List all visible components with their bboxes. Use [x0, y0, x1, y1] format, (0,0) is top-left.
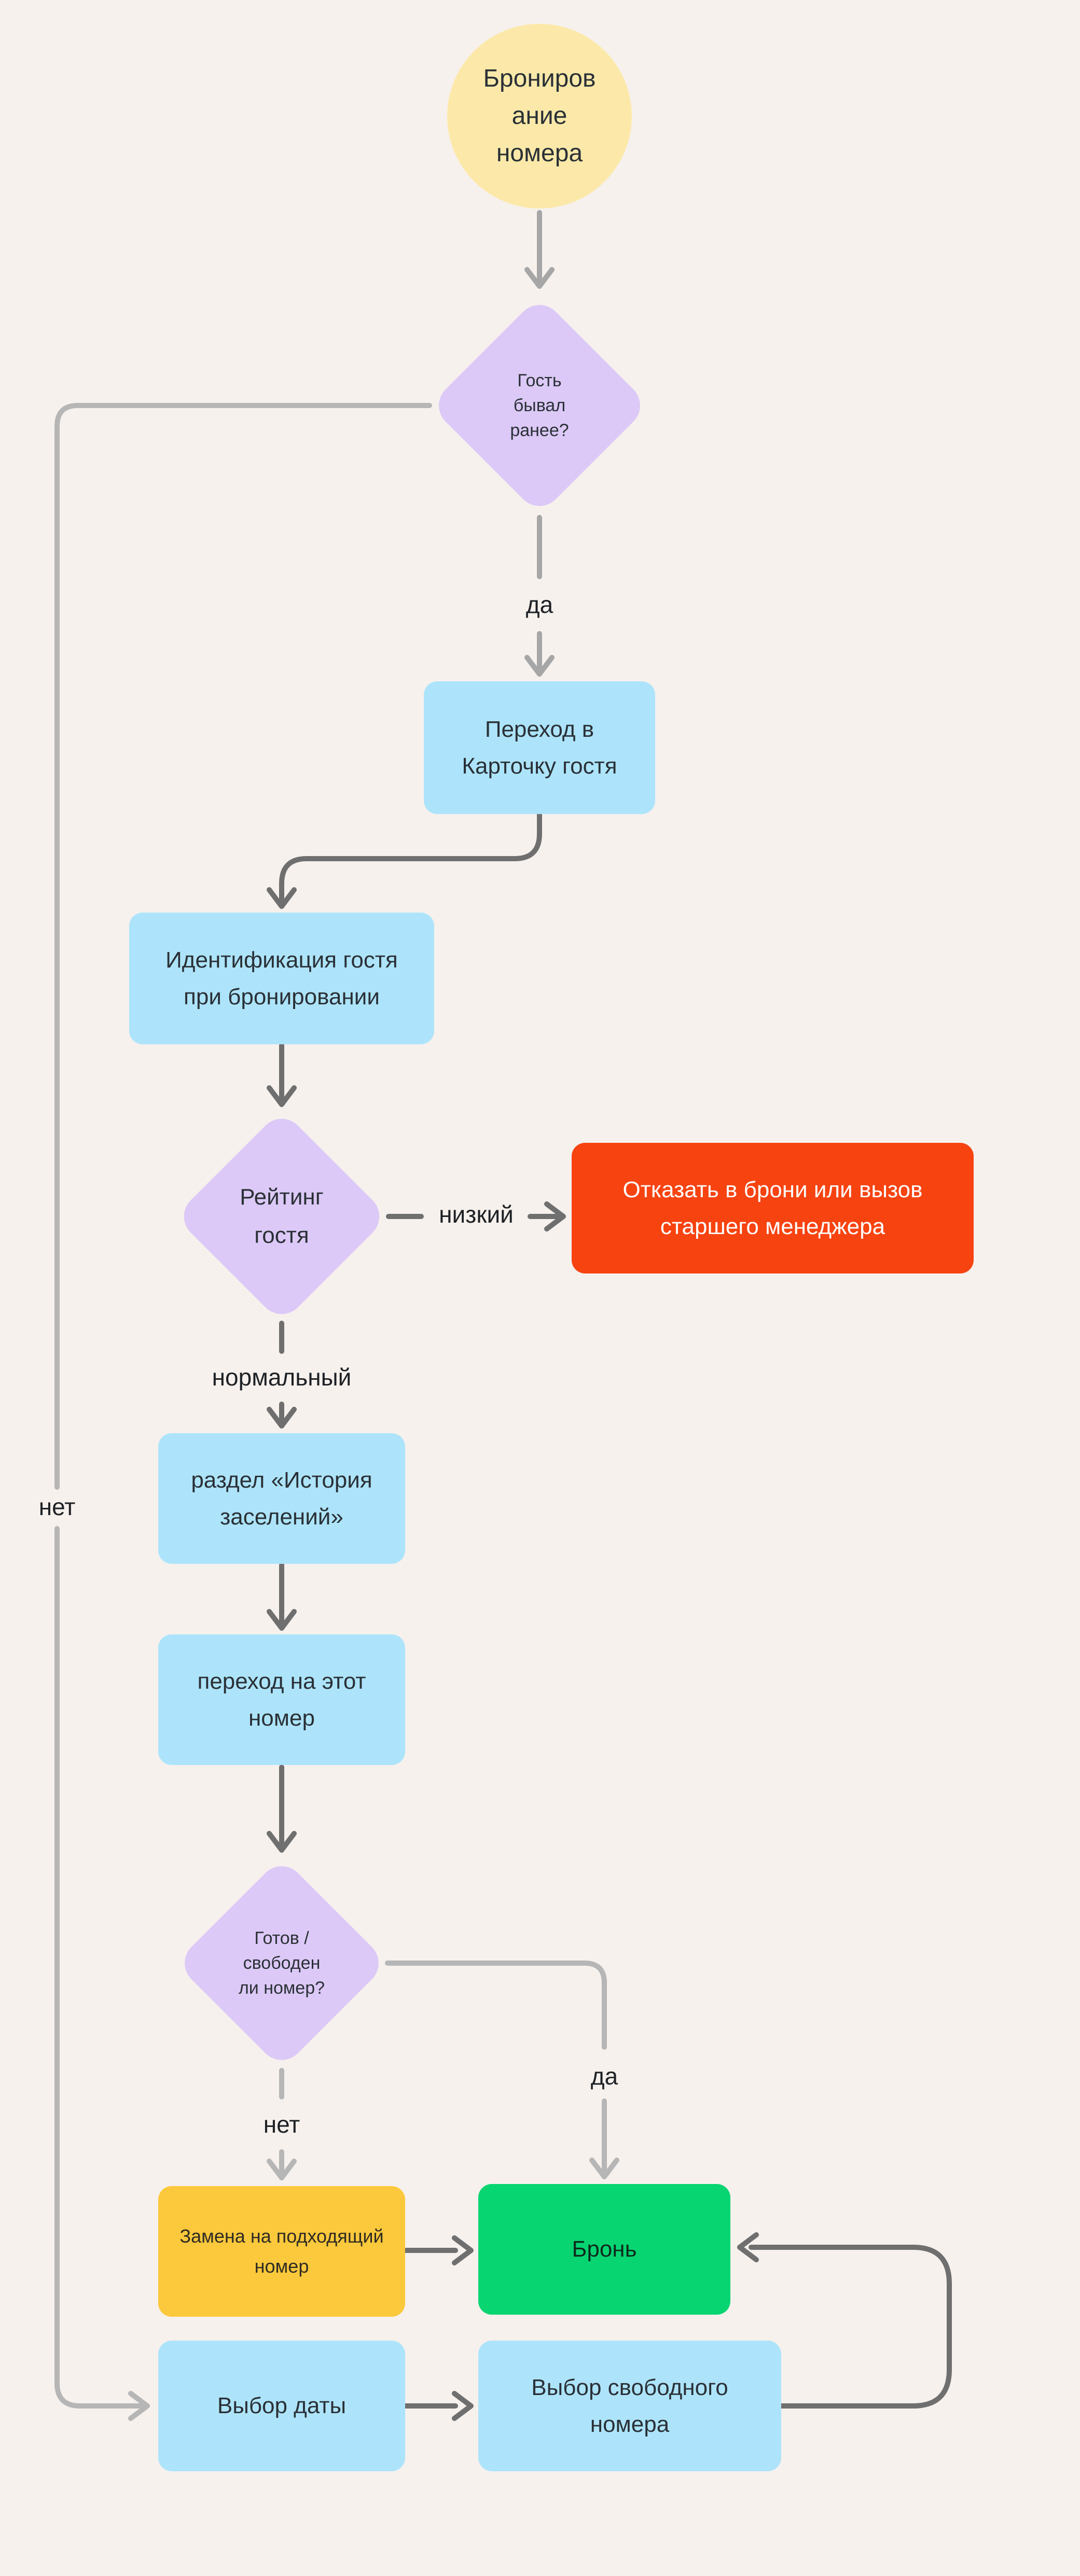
node-process-identification[interactable]: Идентификация гостя при бронировании [129, 913, 434, 1044]
edge-choose-date-to-free-room[interactable] [403, 2391, 474, 2421]
node-process-history-section[interactable]: раздел «История заселений» [158, 1433, 405, 1564]
edge-label-guest-no[interactable]: нет [38, 1493, 76, 1520]
edge-rating-normal-to-history[interactable] [267, 1321, 297, 1429]
edge-room-yes-to-booking[interactable] [385, 1961, 619, 2179]
edge-rating-low-to-refuse[interactable] [386, 1201, 566, 1231]
node-decision-guest-rating-label: Рейтинг гостя [240, 1184, 324, 1248]
node-alert-refuse-booking-label: Отказать в брони или вызов старшего мене… [622, 1177, 923, 1239]
edge-label-room-yes[interactable]: да [590, 2063, 618, 2090]
node-process-choose-date-label: Выбор даты [217, 2393, 347, 2419]
edge-guest-yes-arrow[interactable] [524, 631, 555, 677]
node-decision-guest-rating[interactable]: Рейтинг гостя [174, 1109, 389, 1324]
edge-identification-to-rating[interactable] [267, 1043, 297, 1107]
edge-label-rating-low[interactable]: низкий [439, 1201, 514, 1228]
node-process-choose-date[interactable]: Выбор даты [158, 2341, 405, 2471]
node-warning-replace-room[interactable]: Замена на подходящий номер [158, 2186, 405, 2317]
node-process-guest-card[interactable]: Переход в Карточку гостя [424, 681, 655, 814]
edge-room-no-to-replace[interactable] [267, 2068, 297, 2180]
edge-label-rating-normal[interactable]: нормальный [212, 1364, 352, 1391]
node-process-history-section-label: раздел «История заселений» [191, 1467, 372, 1530]
edge-guest-no-to-choose-date[interactable] [54, 403, 432, 2421]
node-decision-room-ready[interactable]: Готов / свободен ли номер? [175, 1856, 389, 2070]
node-process-guest-card-label: Переход в Карточку гостя [462, 716, 617, 779]
node-decision-guest-been-before-label: Гость бывал ранее? [510, 370, 569, 441]
node-process-go-to-room-label: переход на этот номер [197, 1668, 366, 1731]
node-decision-room-ready-label: Готов / свободен ли номер? [238, 1928, 325, 1998]
node-process-choose-free-room[interactable]: Выбор свободного номера [478, 2341, 781, 2471]
node-process-identification-label: Идентификация гостя при бронировании [165, 947, 398, 1010]
edge-label-guest-yes[interactable]: да [525, 591, 553, 618]
node-process-choose-free-room-label: Выбор свободного номера [531, 2374, 728, 2437]
edge-replace-to-booking[interactable] [403, 2235, 474, 2265]
edge-label-room-no[interactable]: нет [263, 2111, 300, 2138]
edge-go-to-room-to-room-ready[interactable] [267, 1765, 297, 1853]
edge-history-to-go-to-room[interactable] [267, 1562, 297, 1631]
edge-start-to-guest-diamond[interactable] [524, 210, 555, 289]
node-decision-guest-been-before[interactable]: Гость бывал ранее? [429, 295, 650, 516]
node-success-booking[interactable]: Бронь [478, 2184, 730, 2315]
edge-guest-card-to-identification[interactable] [267, 811, 542, 909]
node-start[interactable]: Брониров ание номера [447, 24, 632, 208]
edge-free-room-to-booking[interactable] [737, 2232, 952, 2409]
node-start-label: Брониров ание номера [483, 65, 596, 167]
node-process-go-to-room[interactable]: переход на этот номер [158, 1634, 405, 1765]
node-alert-refuse-booking[interactable]: Отказать в брони или вызов старшего мене… [572, 1143, 974, 1273]
node-success-booking-label: Бронь [572, 2236, 637, 2262]
node-warning-replace-room-label: Замена на подходящий номер [179, 2225, 384, 2277]
